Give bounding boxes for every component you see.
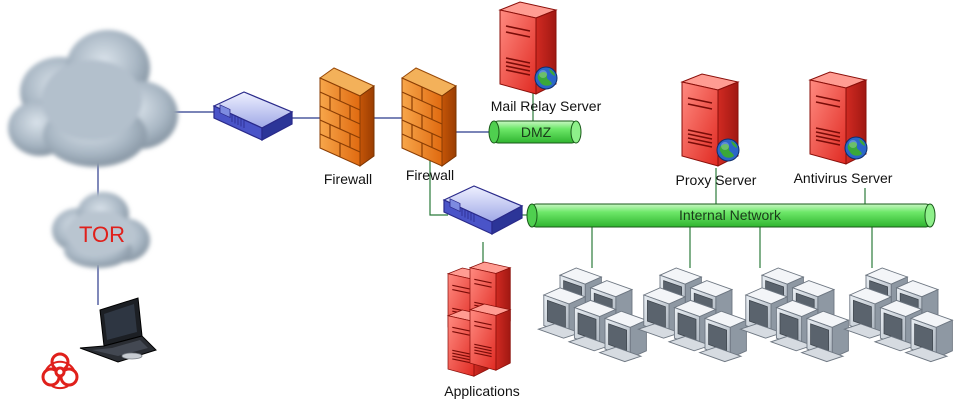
firewall-2-label: Firewall [406,167,454,183]
workstation-group-4-icon [844,268,952,362]
internal-network-segment [526,203,936,228]
tor-label: TOR [79,222,125,247]
internal-network-label: Internal Network [679,207,782,223]
mail-relay-server-label: Mail Relay Server [491,98,602,114]
firewall-1-label: Firewall [324,171,372,187]
workstation-group-1-icon [538,268,646,362]
workstation-group-3-icon [740,268,848,362]
proxy-server-label: Proxy Server [676,172,757,188]
globe-icon [534,66,558,90]
laptop-icon [79,297,157,363]
application-servers-icon [447,261,511,377]
workstation-group-2-icon [638,268,746,362]
edge-router-icon [213,91,293,141]
tor-cloud-icon [52,192,150,268]
firewall-2-icon [401,67,457,167]
firewall-1-icon [319,67,375,167]
core-router-icon [443,185,523,235]
biohazard-icon [41,352,79,390]
globe-icon [844,136,868,160]
dmz-segment [488,120,582,144]
globe-icon [716,138,740,162]
applications-label: Applications [444,383,520,399]
dmz-label: DMZ [521,124,552,140]
connection-lines [97,88,873,305]
antivirus-server-label: Antivirus Server [794,170,893,186]
internet-cloud-icon [8,30,178,167]
